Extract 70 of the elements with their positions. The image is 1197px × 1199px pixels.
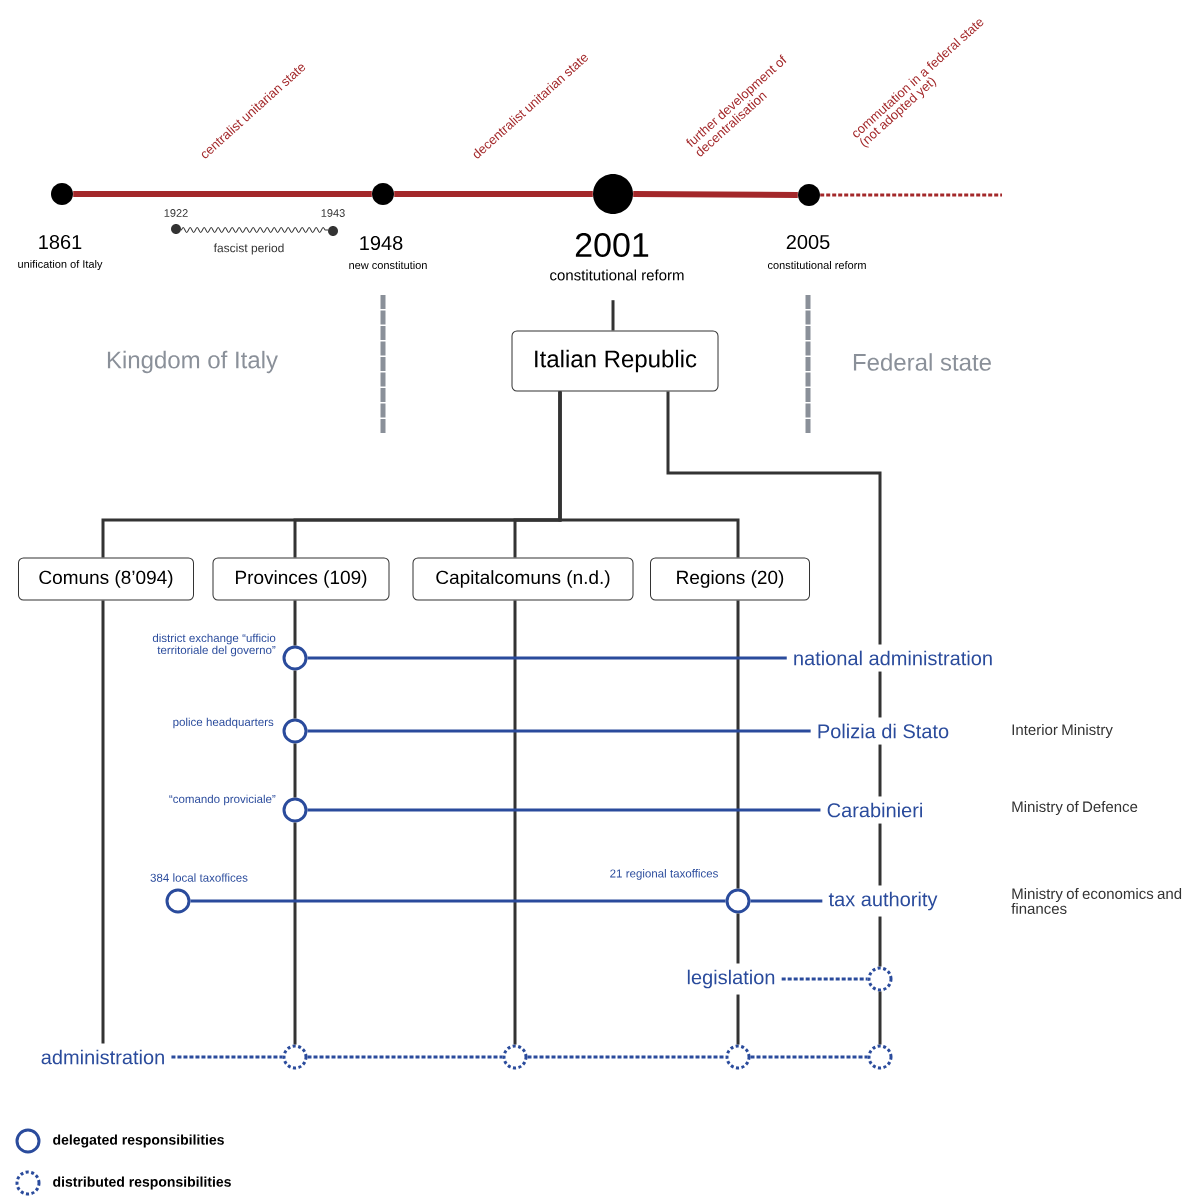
connector-line	[73, 191, 372, 197]
ministry-label: Ministry of economics and finances	[1011, 888, 1182, 914]
legend-label: delegated responsibilities	[53, 1134, 224, 1148]
entity-box: Italian Republic	[511, 330, 719, 392]
connector-line	[878, 916, 882, 967]
responsibility-circle	[502, 1044, 528, 1070]
connector-line	[293, 670, 297, 719]
event-label: constitutional reform	[767, 260, 866, 270]
connector-line	[307, 808, 821, 812]
connector-line	[307, 729, 811, 733]
function-label: tax authority	[828, 891, 938, 911]
year-label: 1861	[39, 234, 82, 250]
responsibility-circle	[867, 1044, 893, 1070]
era-label: Federal state	[853, 353, 991, 371]
connector-line	[293, 743, 297, 798]
connector-line	[781, 977, 868, 981]
office-label: police headquarters	[173, 717, 274, 729]
connector-line	[750, 1055, 868, 1059]
connector-line	[878, 671, 882, 718]
connector-line	[190, 899, 726, 903]
responsibility-circle	[725, 1044, 751, 1070]
connector-line	[307, 1055, 503, 1059]
connector-line	[101, 600, 105, 1044]
event-label: unification of Italy	[18, 259, 103, 271]
year-label: 1948	[360, 235, 403, 251]
function-label: Polizia di Stato	[818, 723, 949, 739]
connector-line	[736, 994, 740, 1045]
year-label: 2001	[575, 232, 649, 258]
connector-line	[820, 193, 1002, 197]
event-label: new constitution	[349, 260, 427, 270]
connector-line	[293, 822, 297, 1045]
connector-line	[611, 300, 615, 331]
connector-line	[633, 191, 798, 198]
ministry-label: Interior Ministry	[1012, 724, 1113, 738]
year-label: 1922	[164, 209, 188, 217]
period-label: fascist period	[213, 243, 284, 255]
responsibility-circle	[282, 1044, 308, 1070]
function-label: national administration	[794, 650, 992, 666]
connector-line	[558, 391, 740, 558]
era-label: Kingdom of Italy	[107, 350, 278, 374]
entity-box: Regions (20)	[650, 557, 810, 601]
responsibility-circle	[867, 966, 893, 992]
connector-line	[513, 600, 517, 1045]
office-label: 384 local taxoffices	[150, 873, 248, 882]
entity-box: Provinces (109)	[212, 557, 390, 601]
office-label: district exchange “ufficio territoriale del governo”	[152, 633, 276, 657]
connector-line	[293, 600, 297, 646]
connector-line	[736, 913, 740, 964]
entity-box: Capitalcomuns (n.d.)	[412, 557, 634, 601]
connector-line	[750, 899, 823, 903]
connector-line	[736, 600, 740, 889]
event-label: constitutional reform	[550, 269, 684, 281]
connector-line	[307, 656, 787, 660]
office-label: “comando proviciale”	[169, 794, 276, 806]
connector-line	[666, 391, 882, 645]
ministry-label: Ministry of Defence	[1012, 801, 1138, 815]
function-label: administration	[41, 1049, 164, 1065]
office-label: 21 regional taxoffices	[610, 869, 718, 880]
function-label: Carabinieri	[827, 802, 922, 818]
connector-line	[878, 991, 882, 1045]
connector-line	[878, 744, 882, 797]
legend-label: distributed responsibilities	[53, 1176, 231, 1190]
function-label: legislation	[687, 969, 775, 989]
entity-box: Comuns (8’094)	[18, 557, 194, 601]
connector-line	[527, 1055, 726, 1059]
connector-line	[171, 1055, 283, 1059]
year-label: 1943	[321, 209, 345, 217]
connector-line	[394, 191, 593, 197]
connector-line	[878, 823, 882, 886]
year-label: 2005	[786, 234, 830, 250]
